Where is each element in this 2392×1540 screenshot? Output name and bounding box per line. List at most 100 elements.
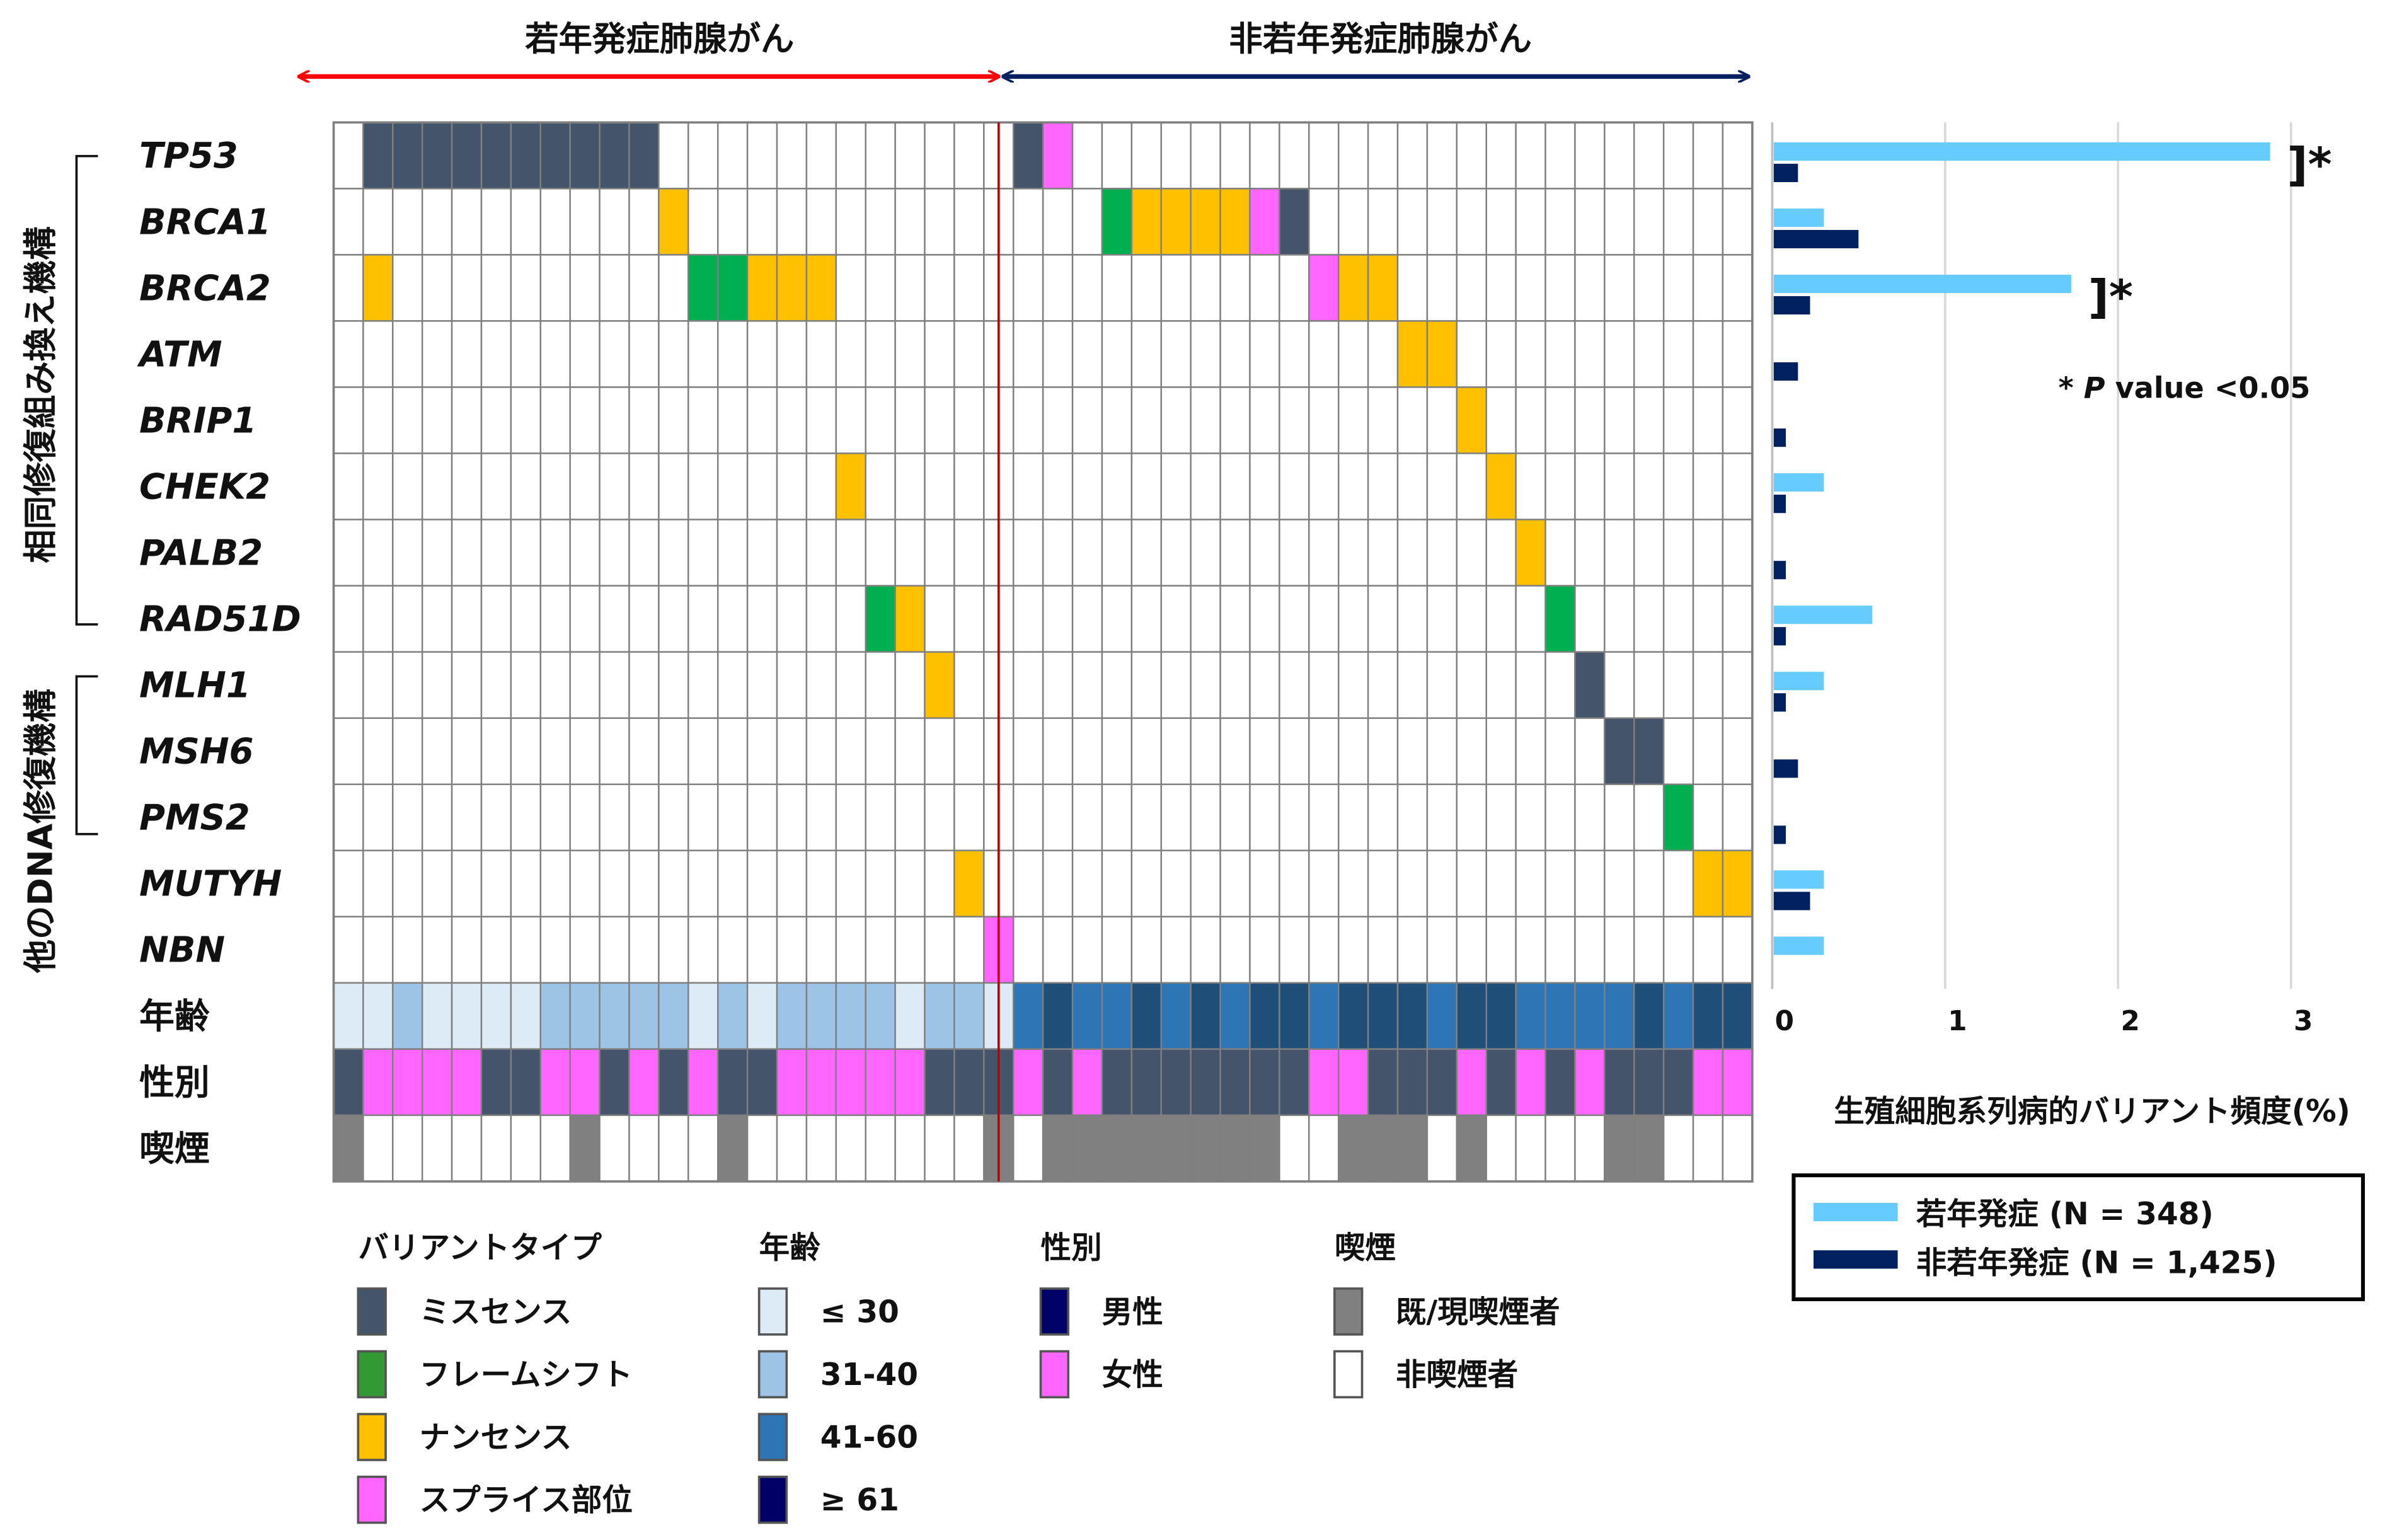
variant-cell [569,122,601,190]
empty-cell [1544,783,1576,851]
meta-cell [1604,982,1635,1050]
empty-cell [805,717,837,785]
variant-cell [776,254,808,322]
meta-cell [1013,1048,1044,1117]
empty-cell [1485,585,1517,653]
empty-cell [1249,717,1280,785]
empty-cell [1574,849,1606,918]
empty-cell [1722,916,1754,984]
empty-cell [333,783,364,851]
variant-cell [1367,254,1399,322]
meta-cell [1515,982,1546,1050]
variant-cell [628,122,660,190]
meta-cell [539,1114,571,1183]
empty-cell [1633,916,1665,984]
empty-cell [599,254,630,322]
meta-cell [1633,1114,1665,1183]
empty-cell [1071,254,1103,322]
empty-cell [1367,188,1399,256]
empty-cell [894,188,926,256]
empty-cell [1130,783,1162,851]
empty-cell [776,717,808,785]
empty-cell [480,320,512,388]
variant-cell [746,254,778,322]
empty-cell [1604,188,1635,256]
meta-cell [1485,1048,1517,1117]
meta-cell [362,1048,394,1117]
empty-cell [1042,386,1074,454]
meta-cell [924,1048,955,1117]
variant-cell [658,188,689,256]
empty-cell [746,122,778,190]
empty-cell [628,849,660,918]
empty-cell [835,717,866,785]
empty-cell [776,122,808,190]
empty-cell [510,585,542,653]
empty-cell [362,849,394,918]
legend-young-swatch [1814,1202,1898,1222]
empty-cell [599,386,630,454]
variant-cell [1101,188,1133,256]
empty-cell [510,849,542,918]
empty-cell [1456,452,1487,520]
meta-cell [599,1114,630,1183]
empty-cell [1013,916,1044,984]
empty-cell [1013,519,1044,587]
gene-label: RAD51D [139,599,301,640]
variant-cell [1456,386,1487,454]
empty-cell [1013,717,1044,785]
grid-border [332,121,1754,1183]
empty-cell [1574,519,1606,587]
empty-cell [1337,122,1369,190]
empty-cell [1071,519,1103,587]
meta-cell [599,982,630,1050]
empty-cell [392,519,423,587]
empty-cell [746,651,778,719]
empty-cell [1190,386,1221,454]
empty-cell [628,386,660,454]
empty-cell [1604,122,1635,190]
empty-cell [1130,122,1162,190]
empty-cell [658,452,689,520]
empty-cell [1604,320,1635,388]
empty-cell [1337,916,1369,984]
empty-cell [1249,916,1280,984]
variant-cell [1160,188,1192,256]
meta-cell [658,1114,689,1183]
empty-cell [1722,585,1754,653]
legend-swatch [757,1413,788,1461]
empty-cell [776,651,808,719]
meta-cell [776,1048,808,1117]
empty-cell [716,519,749,587]
empty-cell [1308,122,1340,190]
empty-cell [687,916,719,984]
empty-cell [1396,452,1429,520]
empty-cell [1308,585,1340,653]
empty-cell [1190,849,1221,918]
bar-x-tick-label: 3 [2294,1005,2313,1037]
empty-cell [451,188,483,256]
meta-cell [1396,1048,1429,1117]
bar-young [1773,606,1873,624]
empty-cell [421,386,453,454]
empty-cell [1515,188,1546,256]
meta-cell [1279,1048,1310,1117]
empty-cell [1485,849,1517,918]
gene-label: BRCA1 [139,202,271,243]
legend-label: 41-60 [820,1420,918,1456]
empty-cell [716,122,749,190]
empty-cell [1456,320,1487,388]
meta-cell [539,1048,571,1117]
gene-label: ATM [137,334,222,375]
empty-cell [1160,783,1192,851]
variant-cell [1337,254,1369,322]
empty-cell [628,188,660,256]
empty-cell [1456,717,1487,785]
empty-cell [1485,320,1517,388]
legend-swatch [1333,1350,1364,1399]
empty-cell [599,188,630,256]
empty-cell [1160,452,1192,520]
empty-cell [805,320,837,388]
bar-old [1773,825,1786,844]
meta-cell [1130,982,1162,1050]
